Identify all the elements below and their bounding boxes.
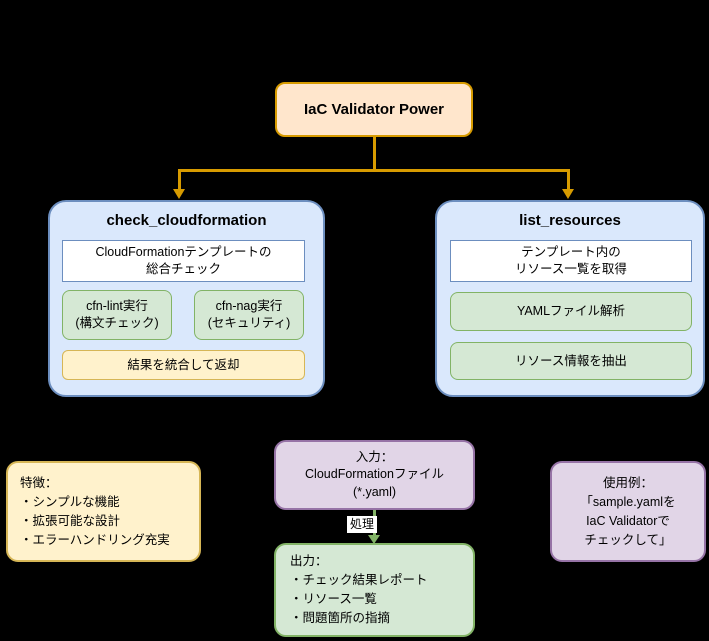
input-line3: (*.yaml) xyxy=(352,484,397,499)
process-arrowhead-icon xyxy=(368,535,380,544)
root-node: IaC Validator Power xyxy=(275,82,473,137)
list-step-extract-resources: リソース情報を抽出 xyxy=(450,342,692,380)
group-list-resources: list_resources テンプレート内の リソース一覧を取得 YAMLファ… xyxy=(435,200,705,397)
output-item-1: ・チェック結果レポート xyxy=(290,573,428,587)
features-item-1: ・シンプルな機能 xyxy=(20,494,120,509)
usage-line1: 使用例： xyxy=(602,475,653,490)
connector-root-stem xyxy=(373,136,376,170)
check-step-cfn-lint: cfn-lint実行 (構文チェック) xyxy=(62,290,172,340)
usage-line3: IaC Validatorで xyxy=(586,513,670,528)
list-step2-label: リソース情報を抽出 xyxy=(515,353,627,368)
group-check-cloudformation: check_cloudformation CloudFormationテンプレー… xyxy=(48,200,325,397)
list-resources-title: list_resources xyxy=(519,212,621,229)
features-title: 特徴： xyxy=(20,475,58,490)
list-step-yaml-parse: YAMLファイル解析 xyxy=(450,292,692,331)
cfn-lint-line2: (構文チェック) xyxy=(75,316,159,330)
cfn-nag-line1: cfn-nag実行 xyxy=(215,299,283,313)
root-title: IaC Validator Power xyxy=(303,101,445,118)
check-desc-line1: CloudFormationテンプレートの xyxy=(95,245,272,259)
input-box: 入力： CloudFormationファイル (*.yaml) xyxy=(274,440,475,510)
connector-horizontal-bar xyxy=(178,169,570,172)
usage-line2: 「sample.yamlを xyxy=(580,494,676,509)
usage-example-box: 使用例： 「sample.yamlを IaC Validatorで チェックして… xyxy=(550,461,706,562)
list-desc-line2: リソース一覧を取得 xyxy=(515,262,627,276)
output-item-2: ・リソース一覧 xyxy=(290,592,377,606)
list-desc-line1: テンプレート内の xyxy=(521,245,621,259)
connector-right-drop xyxy=(567,169,570,191)
output-item-3: ・問題箇所の指摘 xyxy=(290,611,391,625)
arrowhead-left-icon xyxy=(173,189,185,199)
features-item-3: ・エラーハンドリング充実 xyxy=(20,532,170,547)
check-cloudformation-title: check_cloudformation xyxy=(106,212,267,229)
check-cloudformation-description: CloudFormationテンプレートの 総合チェック xyxy=(62,240,305,282)
arrowhead-right-icon xyxy=(562,189,574,199)
check-result-label: 結果を統合して返却 xyxy=(127,357,240,372)
output-box: 出力： ・チェック結果レポート ・リソース一覧 ・問題箇所の指摘 xyxy=(274,543,475,637)
list-resources-description: テンプレート内の リソース一覧を取得 xyxy=(450,240,692,282)
input-line2: CloudFormationファイル xyxy=(305,467,444,482)
check-result-box: 結果を統合して返却 xyxy=(62,350,305,380)
list-step1-label: YAMLファイル解析 xyxy=(516,304,626,318)
cfn-nag-line2: (セキュリティ) xyxy=(207,316,291,330)
check-step-cfn-nag: cfn-nag実行 (セキュリティ) xyxy=(194,290,304,340)
output-title: 出力： xyxy=(290,554,328,568)
cfn-lint-line1: cfn-lint実行 xyxy=(86,299,148,313)
features-box: 特徴： ・シンプルな機能 ・拡張可能な設計 ・エラーハンドリング充実 xyxy=(6,461,201,562)
check-desc-line2: 総合チェック xyxy=(145,262,221,276)
features-item-2: ・拡張可能な設計 xyxy=(20,513,121,528)
connector-left-drop xyxy=(178,169,181,191)
process-label: 処理 xyxy=(347,516,378,533)
input-line1: 入力： xyxy=(355,449,394,464)
usage-line4: チェックして」 xyxy=(584,532,672,547)
